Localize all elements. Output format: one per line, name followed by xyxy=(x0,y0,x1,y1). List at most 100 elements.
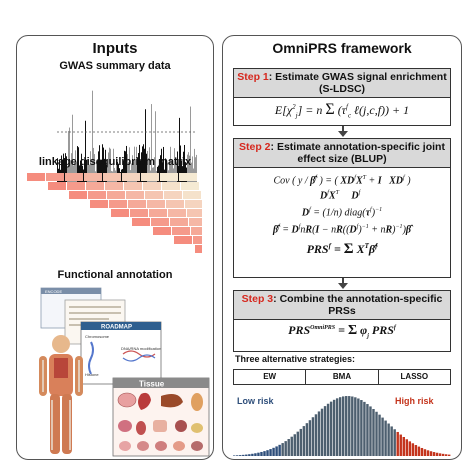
step1-box: Step 1: Estimate GWAS signal enrichment … xyxy=(233,68,451,126)
manhattan-point xyxy=(74,162,75,182)
risk-bar xyxy=(429,451,433,456)
step2-text: : Estimate annotation-specific joint eff… xyxy=(270,141,445,165)
risk-bar xyxy=(266,450,269,456)
ld-cell xyxy=(48,182,66,190)
risk-bar xyxy=(432,452,436,456)
ld-cell xyxy=(111,209,129,217)
manhattan-point xyxy=(87,159,88,182)
ld-cell xyxy=(181,182,199,190)
thyroid-icon xyxy=(137,441,149,451)
step1-header: Step 1: Estimate GWAS signal enrichment … xyxy=(234,69,450,98)
manhattan-point xyxy=(183,151,184,182)
step2-formula-beta: β̂f = DfnR(I − nR((Df)−1 + nR)−1)β̂ xyxy=(272,223,412,236)
ld-cell xyxy=(193,236,202,244)
manhattan-point xyxy=(99,145,100,182)
risk-bar xyxy=(329,401,333,456)
encode-card-header xyxy=(41,288,101,294)
risk-bar xyxy=(393,429,396,456)
pancreas-icon xyxy=(191,423,203,433)
risk-bar xyxy=(242,454,245,456)
manhattan-point xyxy=(70,160,71,182)
ld-cell xyxy=(84,173,102,181)
step1-text: : Estimate GWAS signal enrichment (S-LDS… xyxy=(268,71,447,95)
manhattan-point xyxy=(195,157,196,182)
risk-bar xyxy=(308,420,312,456)
manhattan-point xyxy=(138,153,139,182)
step3-text: : Combine the annotation-specific PRSs xyxy=(273,293,443,317)
manhattan-point xyxy=(162,162,163,182)
risk-bar xyxy=(332,399,336,456)
strategy-lasso: LASSO xyxy=(400,372,429,381)
ld-cell xyxy=(88,191,106,199)
risk-bar xyxy=(275,446,278,456)
risk-bar xyxy=(417,446,421,456)
ld-cell xyxy=(168,209,186,217)
risk-bar xyxy=(375,411,378,456)
risk-bar xyxy=(236,455,239,456)
tissue-header xyxy=(113,378,209,388)
manhattan-point xyxy=(137,158,138,182)
ld-cell xyxy=(195,245,202,253)
manhattan-point xyxy=(121,169,122,182)
kidney-icon xyxy=(136,421,146,435)
step1-formula: E[χ2j] = n Σ (τfc ℓ(j,c,f)) + 1 xyxy=(274,101,410,120)
risk-bar xyxy=(438,453,442,456)
manhattan-point xyxy=(149,147,150,182)
manhattan-point xyxy=(83,169,84,182)
ld-cell xyxy=(153,227,171,235)
manhattan-point xyxy=(86,159,87,182)
risk-bar xyxy=(263,451,266,456)
ld-cell xyxy=(166,200,184,208)
manhattan-point xyxy=(194,148,195,182)
manhattan-point xyxy=(100,161,101,182)
manhattan-point xyxy=(72,114,73,182)
manhattan-point xyxy=(140,160,141,182)
liver-icon xyxy=(161,394,183,408)
manhattan-point xyxy=(69,127,70,182)
risk-bar xyxy=(290,436,293,456)
ld-cell xyxy=(187,209,202,217)
stomach-icon xyxy=(118,420,132,432)
manhattan-point xyxy=(161,148,162,182)
manhattan-point xyxy=(187,154,188,182)
manhattan-point xyxy=(189,155,190,182)
manhattan-point xyxy=(125,151,126,182)
risk-bar xyxy=(390,426,393,456)
risk-bar xyxy=(314,414,318,456)
manhattan-point xyxy=(148,157,149,182)
risk-bar xyxy=(272,447,275,456)
artery-icon xyxy=(191,441,203,451)
manhattan-point xyxy=(170,146,171,182)
ld-cell xyxy=(27,173,45,181)
manhattan-point xyxy=(92,90,93,182)
step3-box: Step 3: Combine the annotation-specific … xyxy=(233,290,451,352)
manhattan-point xyxy=(116,158,117,182)
manhattan-point xyxy=(129,147,130,182)
inputs-title: Inputs xyxy=(92,40,138,57)
muscle-icon xyxy=(155,441,167,451)
risk-bar xyxy=(357,398,360,456)
risk-bar xyxy=(399,434,402,456)
manhattan-point xyxy=(94,154,95,182)
roadmap-header xyxy=(81,322,161,330)
risk-distribution xyxy=(233,396,451,456)
risk-bar xyxy=(447,454,451,456)
manhattan-point xyxy=(108,152,109,182)
risk-bar xyxy=(366,404,369,456)
manhattan-point xyxy=(181,160,182,182)
manhattan-point xyxy=(146,153,147,182)
manhattan-point xyxy=(81,153,82,182)
ld-cell xyxy=(65,173,83,181)
risk-bar xyxy=(360,400,363,456)
annotation-collage: ENCODE ROADMAP Chromosome DNA/RNA modifi… xyxy=(39,287,210,457)
risk-bar xyxy=(426,450,430,456)
ld-cell xyxy=(132,218,150,226)
manhattan-point xyxy=(124,150,125,182)
ld-cell xyxy=(143,182,161,190)
manhattan-point xyxy=(134,146,135,182)
manhattan-point xyxy=(128,161,129,182)
ld-cell xyxy=(90,200,108,208)
framework-panel: OmniPRS framework Step 1: Estimate GWAS … xyxy=(222,35,462,460)
roadmap-chromosome-label: Chromosome xyxy=(85,334,110,339)
